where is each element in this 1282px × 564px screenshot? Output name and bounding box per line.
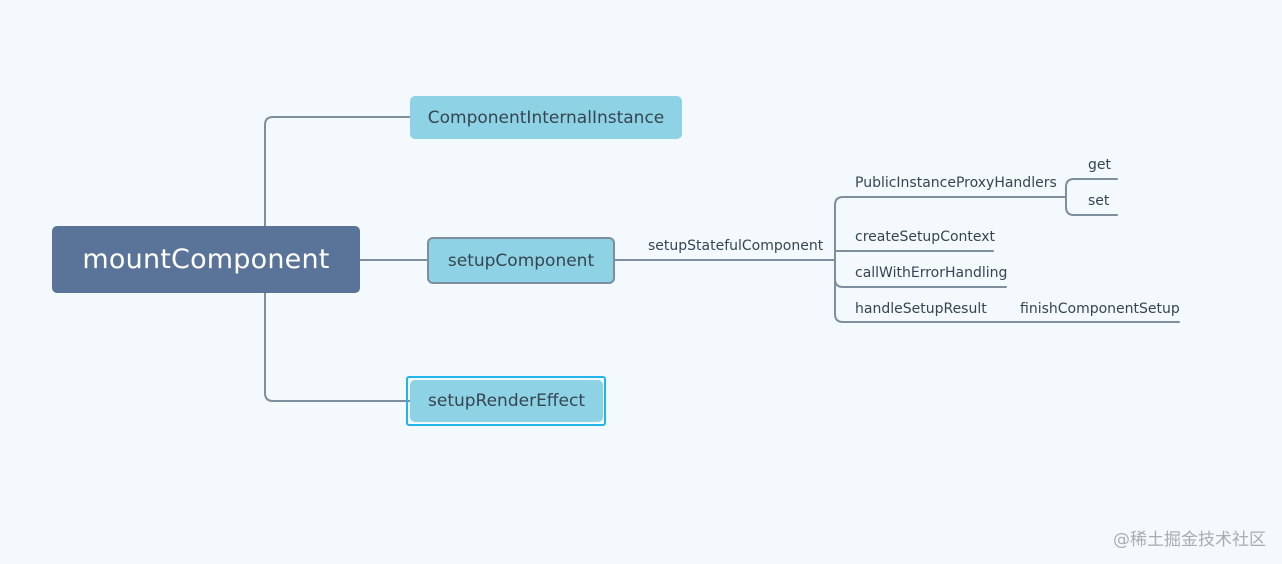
connector-set xyxy=(1065,196,1118,216)
topic-public-instance-proxy-handlers[interactable]: PublicInstanceProxyHandlers xyxy=(855,175,1057,191)
node-label: ComponentInternalInstance xyxy=(427,107,665,128)
topic-handle-setup-result[interactable]: handleSetupResult xyxy=(855,301,987,317)
node-setup-render-effect[interactable]: setupRenderEffect xyxy=(410,380,603,422)
connector-root-trunk xyxy=(264,116,411,227)
connector-get xyxy=(1065,178,1118,198)
topic-call-with-error-handling[interactable]: callWithErrorHandling xyxy=(855,265,1008,281)
connector-call-error xyxy=(834,278,1007,288)
topic-get[interactable]: get xyxy=(1088,157,1111,173)
connector-root-bottom xyxy=(264,292,411,402)
connector-stateful-lower xyxy=(834,259,1180,323)
selection-outline xyxy=(406,376,606,426)
topic-set[interactable]: set xyxy=(1088,193,1110,209)
connector-stateful-branch xyxy=(834,196,1067,261)
node-label: setupComponent xyxy=(447,250,595,271)
topic-finish-component-setup[interactable]: finishComponentSetup xyxy=(1020,301,1180,317)
node-label: setupRenderEffect xyxy=(428,391,585,411)
watermark: @稀土掘金技术社区 xyxy=(1113,530,1266,550)
node-component-internal-instance[interactable]: ComponentInternalInstance xyxy=(410,96,682,139)
root-node-label: mountComponent xyxy=(82,244,330,275)
root-node-mount-component[interactable]: mountComponent xyxy=(52,226,360,293)
node-setup-component[interactable]: setupComponent xyxy=(427,237,615,284)
topic-setup-stateful-component[interactable]: setupStatefulComponent xyxy=(648,238,824,254)
topic-create-setup-context[interactable]: createSetupContext xyxy=(855,229,996,245)
